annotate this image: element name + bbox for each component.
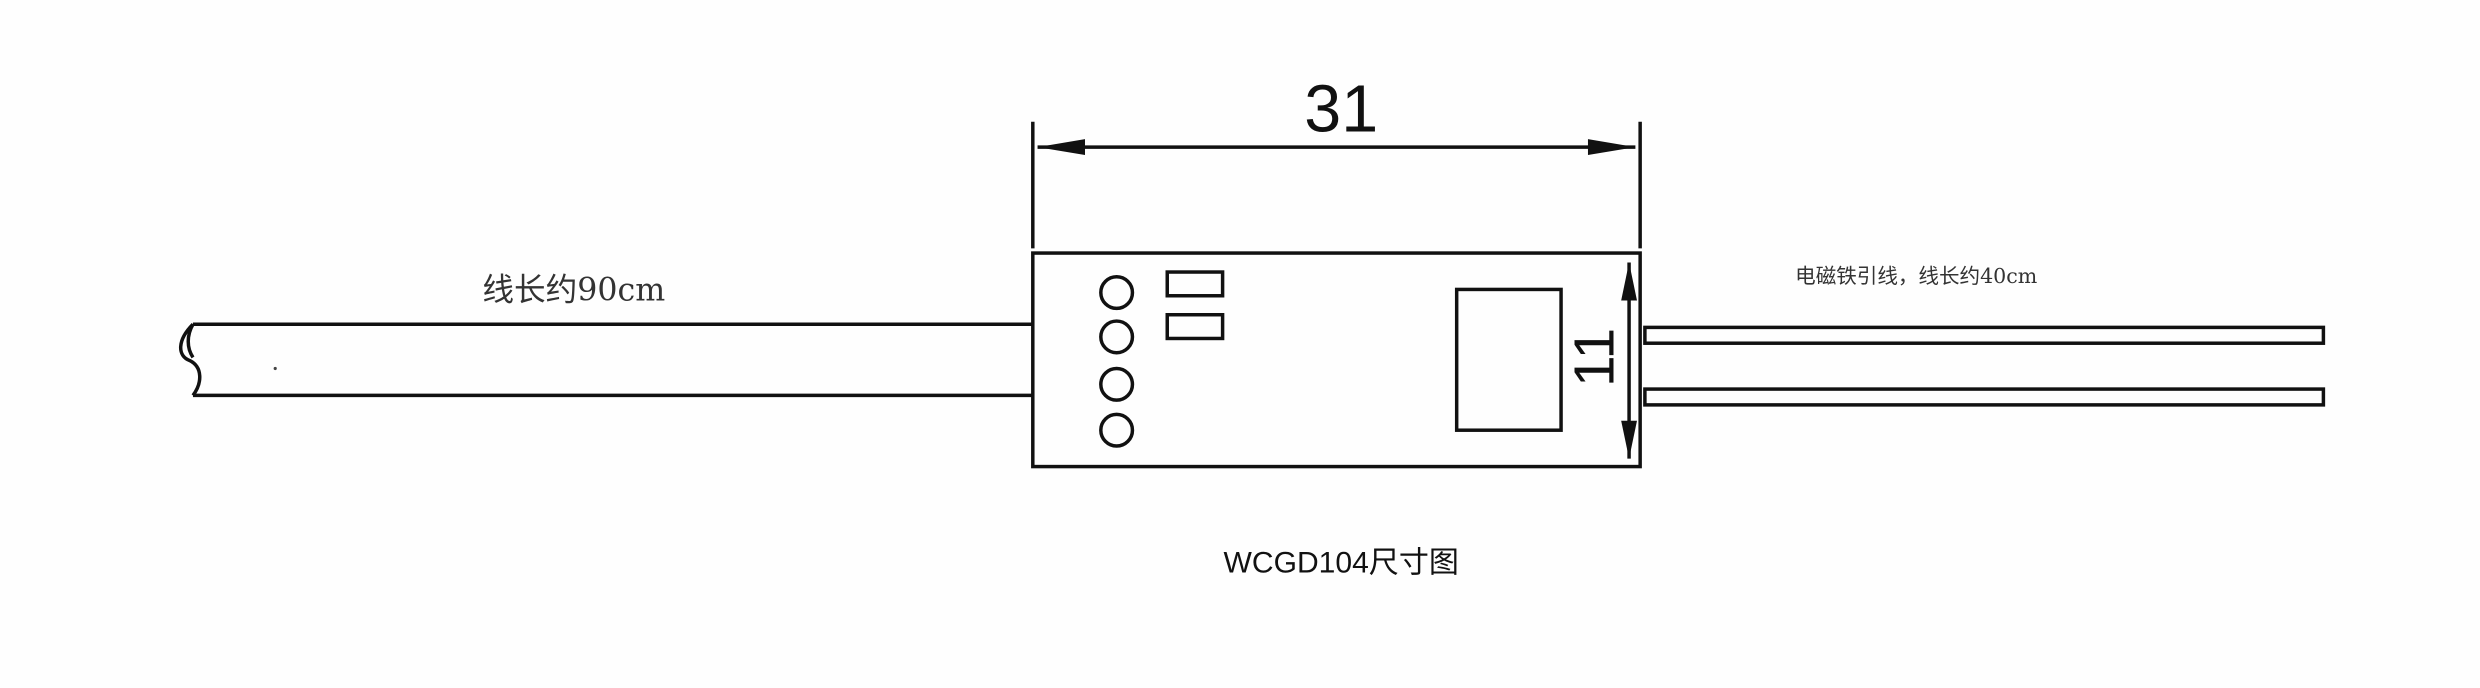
led-indicator	[1099, 366, 1135, 402]
led-indicator	[1099, 319, 1135, 355]
height-dimension	[1621, 262, 1637, 459]
cable-break-symbol	[178, 323, 202, 397]
arrowhead	[1037, 139, 1086, 155]
terminal-block	[1454, 287, 1563, 432]
component-pad	[1165, 270, 1225, 298]
left-cable-label: 线长约90cm	[482, 273, 665, 309]
arrowhead	[1621, 262, 1637, 301]
component-pad	[1165, 313, 1225, 341]
led-indicator	[1099, 275, 1135, 311]
arrowhead	[1621, 420, 1637, 459]
main-cable	[178, 322, 1033, 398]
right-leads-label: 电磁铁引线，线长约40cm	[1795, 264, 2037, 288]
width-dimension-value: 31	[1304, 72, 1378, 146]
arrowhead	[1587, 139, 1636, 155]
width-dimension	[1031, 121, 1642, 249]
drawing-title: WCGD104尺寸图	[1224, 547, 1459, 580]
led-indicator	[1099, 412, 1135, 448]
height-dimension-value: 11	[1562, 328, 1626, 387]
module-body	[1031, 251, 1642, 469]
solenoid-leads	[1643, 325, 2326, 407]
